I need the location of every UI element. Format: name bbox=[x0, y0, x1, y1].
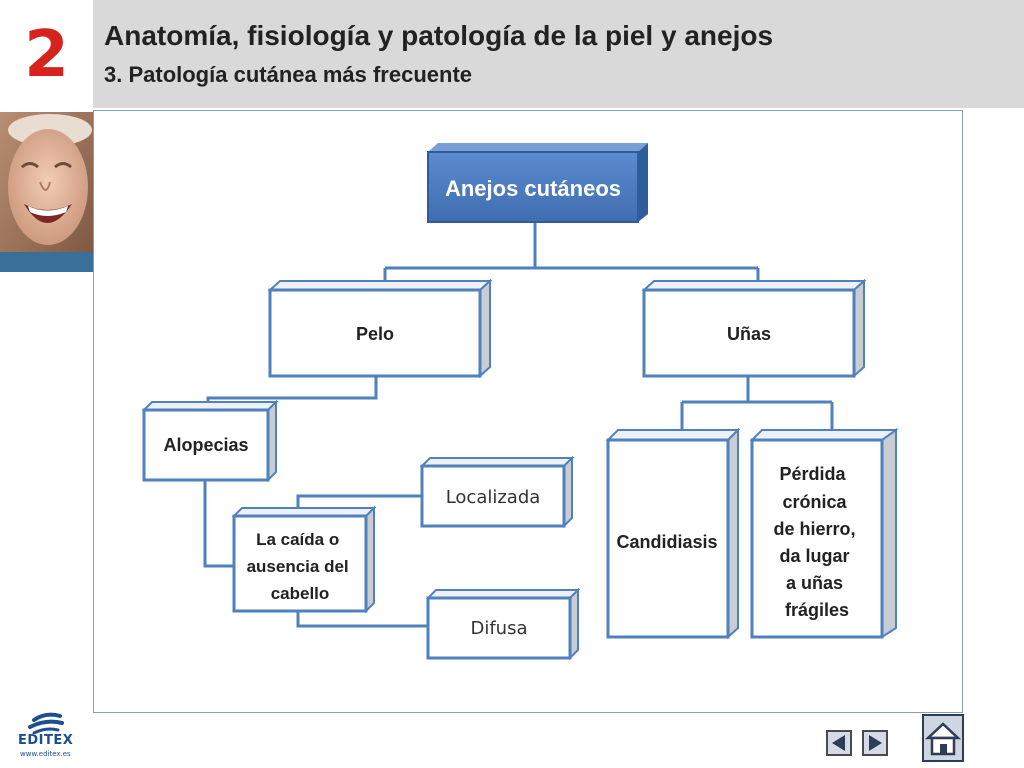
node-label-perdida-3: de hierro, bbox=[773, 519, 855, 539]
triangle-left-icon bbox=[832, 735, 845, 751]
home-button[interactable] bbox=[922, 714, 964, 762]
node-label-alopecias: Alopecias bbox=[163, 435, 248, 455]
triangle-right-icon bbox=[869, 735, 882, 751]
connector-alopecias-caida bbox=[203, 480, 236, 568]
editex-logo bbox=[18, 712, 78, 760]
node-label-perdida-6: frágiles bbox=[785, 600, 849, 620]
svg-text:La caída o ausencia del: La caída o ausencia del cabello bbox=[247, 530, 354, 603]
editex-logo-url: www.editex.es bbox=[20, 750, 71, 758]
node-unas: Uñas bbox=[641, 278, 867, 379]
page-subtitle: 3. Patología cutánea más frecuente bbox=[104, 62, 473, 87]
svg-text:Pérdida crónica de: Pérdida crónica de hierro, da lugar a uñ… bbox=[773, 464, 860, 620]
node-label-localizada: Localizada bbox=[446, 487, 541, 508]
node-label-caida-3: cabello bbox=[271, 584, 330, 603]
node-alopecias: Alopecias bbox=[141, 399, 279, 483]
node-label-unas: Uñas bbox=[727, 324, 771, 344]
node-label-perdida-2: crónica bbox=[782, 492, 847, 512]
node-label-caida-2: ausencia del bbox=[247, 557, 349, 576]
node-label-perdida-4: da lugar bbox=[779, 546, 849, 566]
header-band bbox=[93, 0, 1024, 108]
node-label-perdida-5: a uñas bbox=[786, 573, 843, 593]
node-label-caida-1: La caída o bbox=[256, 530, 339, 549]
node-localizada: Localizada bbox=[419, 455, 575, 529]
previous-slide-button[interactable] bbox=[826, 730, 852, 756]
connector-caida-difusa bbox=[296, 610, 430, 628]
node-caida-cabello: La caída o ausencia del cabello bbox=[231, 505, 377, 614]
connector-pelo-alopecias bbox=[206, 376, 378, 404]
chapter-number: 2 bbox=[24, 18, 69, 92]
node-candidiasis: Candidiasis bbox=[605, 427, 741, 640]
node-perdida-hierro: Pérdida crónica de hierro, da lugar a uñ… bbox=[749, 428, 899, 639]
smiling-woman-photo bbox=[0, 112, 93, 272]
editex-logo-text: EDITEX bbox=[18, 733, 74, 748]
node-difusa: Difusa bbox=[425, 587, 581, 661]
node-anejos-cutaneos: Anejos cutáneos bbox=[427, 143, 648, 223]
node-label-candidiasis: Candidiasis bbox=[616, 532, 717, 552]
node-label-difusa: Difusa bbox=[470, 618, 527, 639]
node-label-pelo: Pelo bbox=[356, 324, 394, 344]
node-label-root: Anejos cutáneos bbox=[445, 176, 621, 201]
page-title: Anatomía, fisiología y patología de la p… bbox=[104, 20, 774, 51]
node-pelo: Pelo bbox=[267, 278, 493, 379]
content-frame bbox=[93, 110, 963, 713]
node-label-perdida-1: Pérdida bbox=[779, 464, 846, 484]
house-icon bbox=[924, 722, 962, 756]
next-slide-button[interactable] bbox=[862, 730, 888, 756]
